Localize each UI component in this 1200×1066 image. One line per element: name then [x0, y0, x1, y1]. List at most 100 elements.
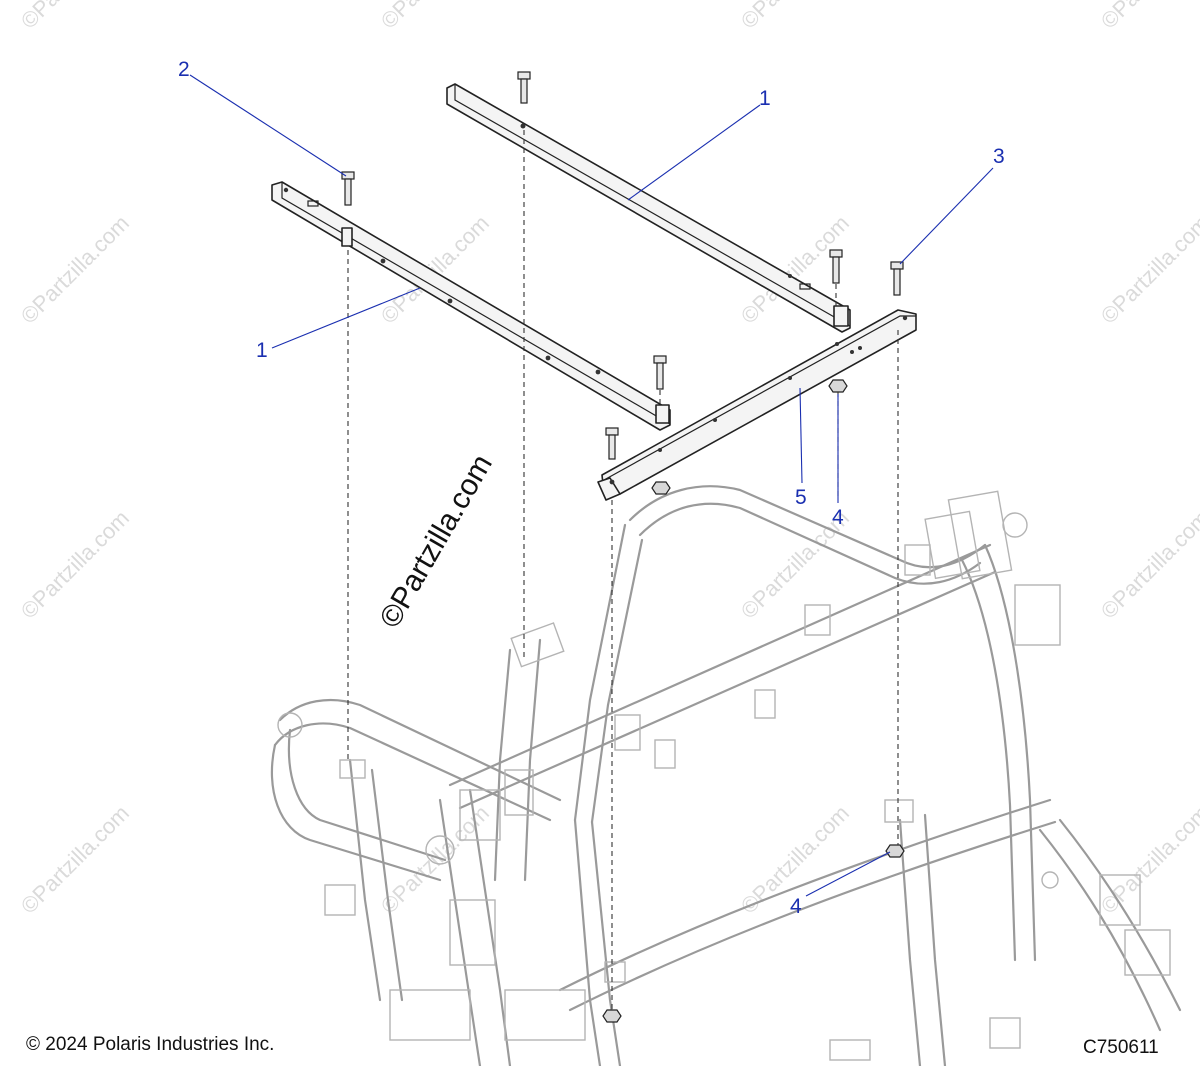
- bolt-hole: [835, 342, 839, 346]
- frame-bracket: [339, 759, 366, 779]
- frame-tube-end: [425, 835, 455, 865]
- frame-right-post-inner: [923, 813, 947, 1066]
- copyright-text: © 2024 Polaris Industries Inc.: [26, 1034, 274, 1055]
- frame-post-left-inner: [590, 538, 644, 824]
- frame-post-right: [983, 543, 1037, 962]
- frame-rear-post-inner: [590, 820, 622, 1066]
- frame-bracket: [324, 884, 356, 916]
- callout-number: 4: [790, 895, 802, 918]
- frame-bracket: [1124, 929, 1171, 976]
- bolt-hole: [609, 479, 615, 485]
- frame-bracket: [754, 689, 776, 719]
- bolt-head: [605, 427, 619, 436]
- frame-left-bend: [270, 743, 442, 882]
- leader-lines: [189, 74, 994, 897]
- callout-number: 1: [759, 87, 771, 110]
- figure-code: C750611: [1083, 1037, 1159, 1058]
- frame-bracket: [604, 961, 626, 983]
- frame-tube-end: [1041, 871, 1059, 889]
- leader-line: [189, 74, 347, 177]
- frame-post-right-inner: [960, 558, 1017, 962]
- crossbar-lower: [271, 181, 671, 431]
- bolt-hole: [850, 350, 854, 354]
- frame-rear-post: [573, 818, 602, 1066]
- frame-bracket: [884, 799, 914, 823]
- bolt-hole: [545, 355, 551, 361]
- bolt: [605, 427, 619, 460]
- watermark-text: ©Partzilla.com: [1096, 505, 1200, 623]
- nut: [828, 379, 848, 393]
- nuts: [602, 379, 905, 1023]
- frame-bracket: [510, 622, 565, 668]
- watermark-main: ©Partzilla.com: [373, 449, 498, 633]
- frame-lower-tube: [558, 798, 1052, 992]
- leader-line: [627, 104, 761, 201]
- bolt-hole: [788, 274, 792, 278]
- crossbar-lower-edge: [281, 182, 671, 425]
- bolt-shank: [832, 256, 840, 284]
- frame-left-bend-inner: [287, 728, 447, 862]
- frame-tube-end: [277, 712, 303, 738]
- nut: [885, 844, 905, 858]
- crossbar-upper-end: [833, 305, 849, 327]
- watermark-text: ©Partzilla.com: [1096, 0, 1200, 34]
- nut: [602, 1009, 622, 1023]
- callout-number: 4: [832, 506, 844, 529]
- leader-line: [271, 287, 421, 349]
- frame-bracket: [1099, 874, 1141, 926]
- bolt-shank: [656, 362, 664, 390]
- frame-floor: [504, 989, 586, 1041]
- frame-top-tube-inner: [638, 502, 982, 585]
- frame-bracket: [504, 769, 534, 816]
- frame-post-left: [573, 523, 627, 822]
- callouts: 2 1 3 1 5 4 4: [178, 58, 1005, 918]
- frame-mid-post-inner: [523, 638, 542, 882]
- bolt-shank: [893, 268, 901, 296]
- bolt-hole: [658, 448, 662, 452]
- frame-lower-tube-inner: [568, 820, 1057, 1012]
- frame-tube-end: [1002, 512, 1028, 538]
- frame-bracket: [829, 1039, 871, 1061]
- bolt-shank: [520, 78, 528, 104]
- frame-bracket: [449, 899, 496, 966]
- bolt-head: [517, 71, 531, 80]
- frame-left-post-a-inner: [370, 768, 404, 1002]
- callout-number: 1: [256, 339, 268, 362]
- crossbar-upper-body: [446, 83, 851, 333]
- bolt: [829, 249, 843, 284]
- frame-bracket: [654, 739, 676, 769]
- frame-right-rear-inner: [1058, 818, 1182, 1012]
- bolt: [653, 355, 667, 390]
- frame-cross-tube-lower: [458, 570, 997, 810]
- watermark-text: ©Partzilla.com: [16, 210, 134, 328]
- callout-number: 3: [993, 145, 1005, 168]
- watermark-text: ©Partzilla.com: [1096, 210, 1200, 328]
- bolt-hole: [283, 187, 289, 193]
- crossbar-upper: [446, 83, 851, 333]
- bolt-hole: [858, 346, 862, 350]
- bolt-hole: [902, 315, 908, 321]
- bolt: [890, 261, 904, 296]
- watermark-grid: ©Partzilla.com ©Partzilla.com ©Partzilla…: [16, 0, 1200, 919]
- frame-front-post-inner: [468, 788, 512, 1066]
- support-bar-end-bracket: [597, 477, 621, 501]
- frame-bracket: [904, 544, 931, 576]
- bolt-shank: [344, 178, 352, 206]
- support-bar-edge: [603, 315, 916, 481]
- frame-floor: [389, 989, 471, 1041]
- frame-left-loop: [278, 698, 562, 802]
- watermark-text: ©Partzilla.com: [736, 0, 854, 34]
- leader-line: [805, 851, 891, 897]
- support-bar: [597, 309, 917, 501]
- leader-line: [899, 167, 994, 265]
- frame-left-post-a: [348, 758, 382, 1002]
- bolt-head: [829, 249, 843, 258]
- watermark-text: ©Partzilla.com: [16, 0, 134, 34]
- bolt-hole: [380, 258, 386, 264]
- bolt-hole: [788, 376, 792, 380]
- crossbar-lower-stud: [341, 227, 353, 247]
- bolts: [341, 71, 904, 460]
- bolt-shank: [608, 434, 616, 460]
- frame-bracket: [947, 490, 1013, 580]
